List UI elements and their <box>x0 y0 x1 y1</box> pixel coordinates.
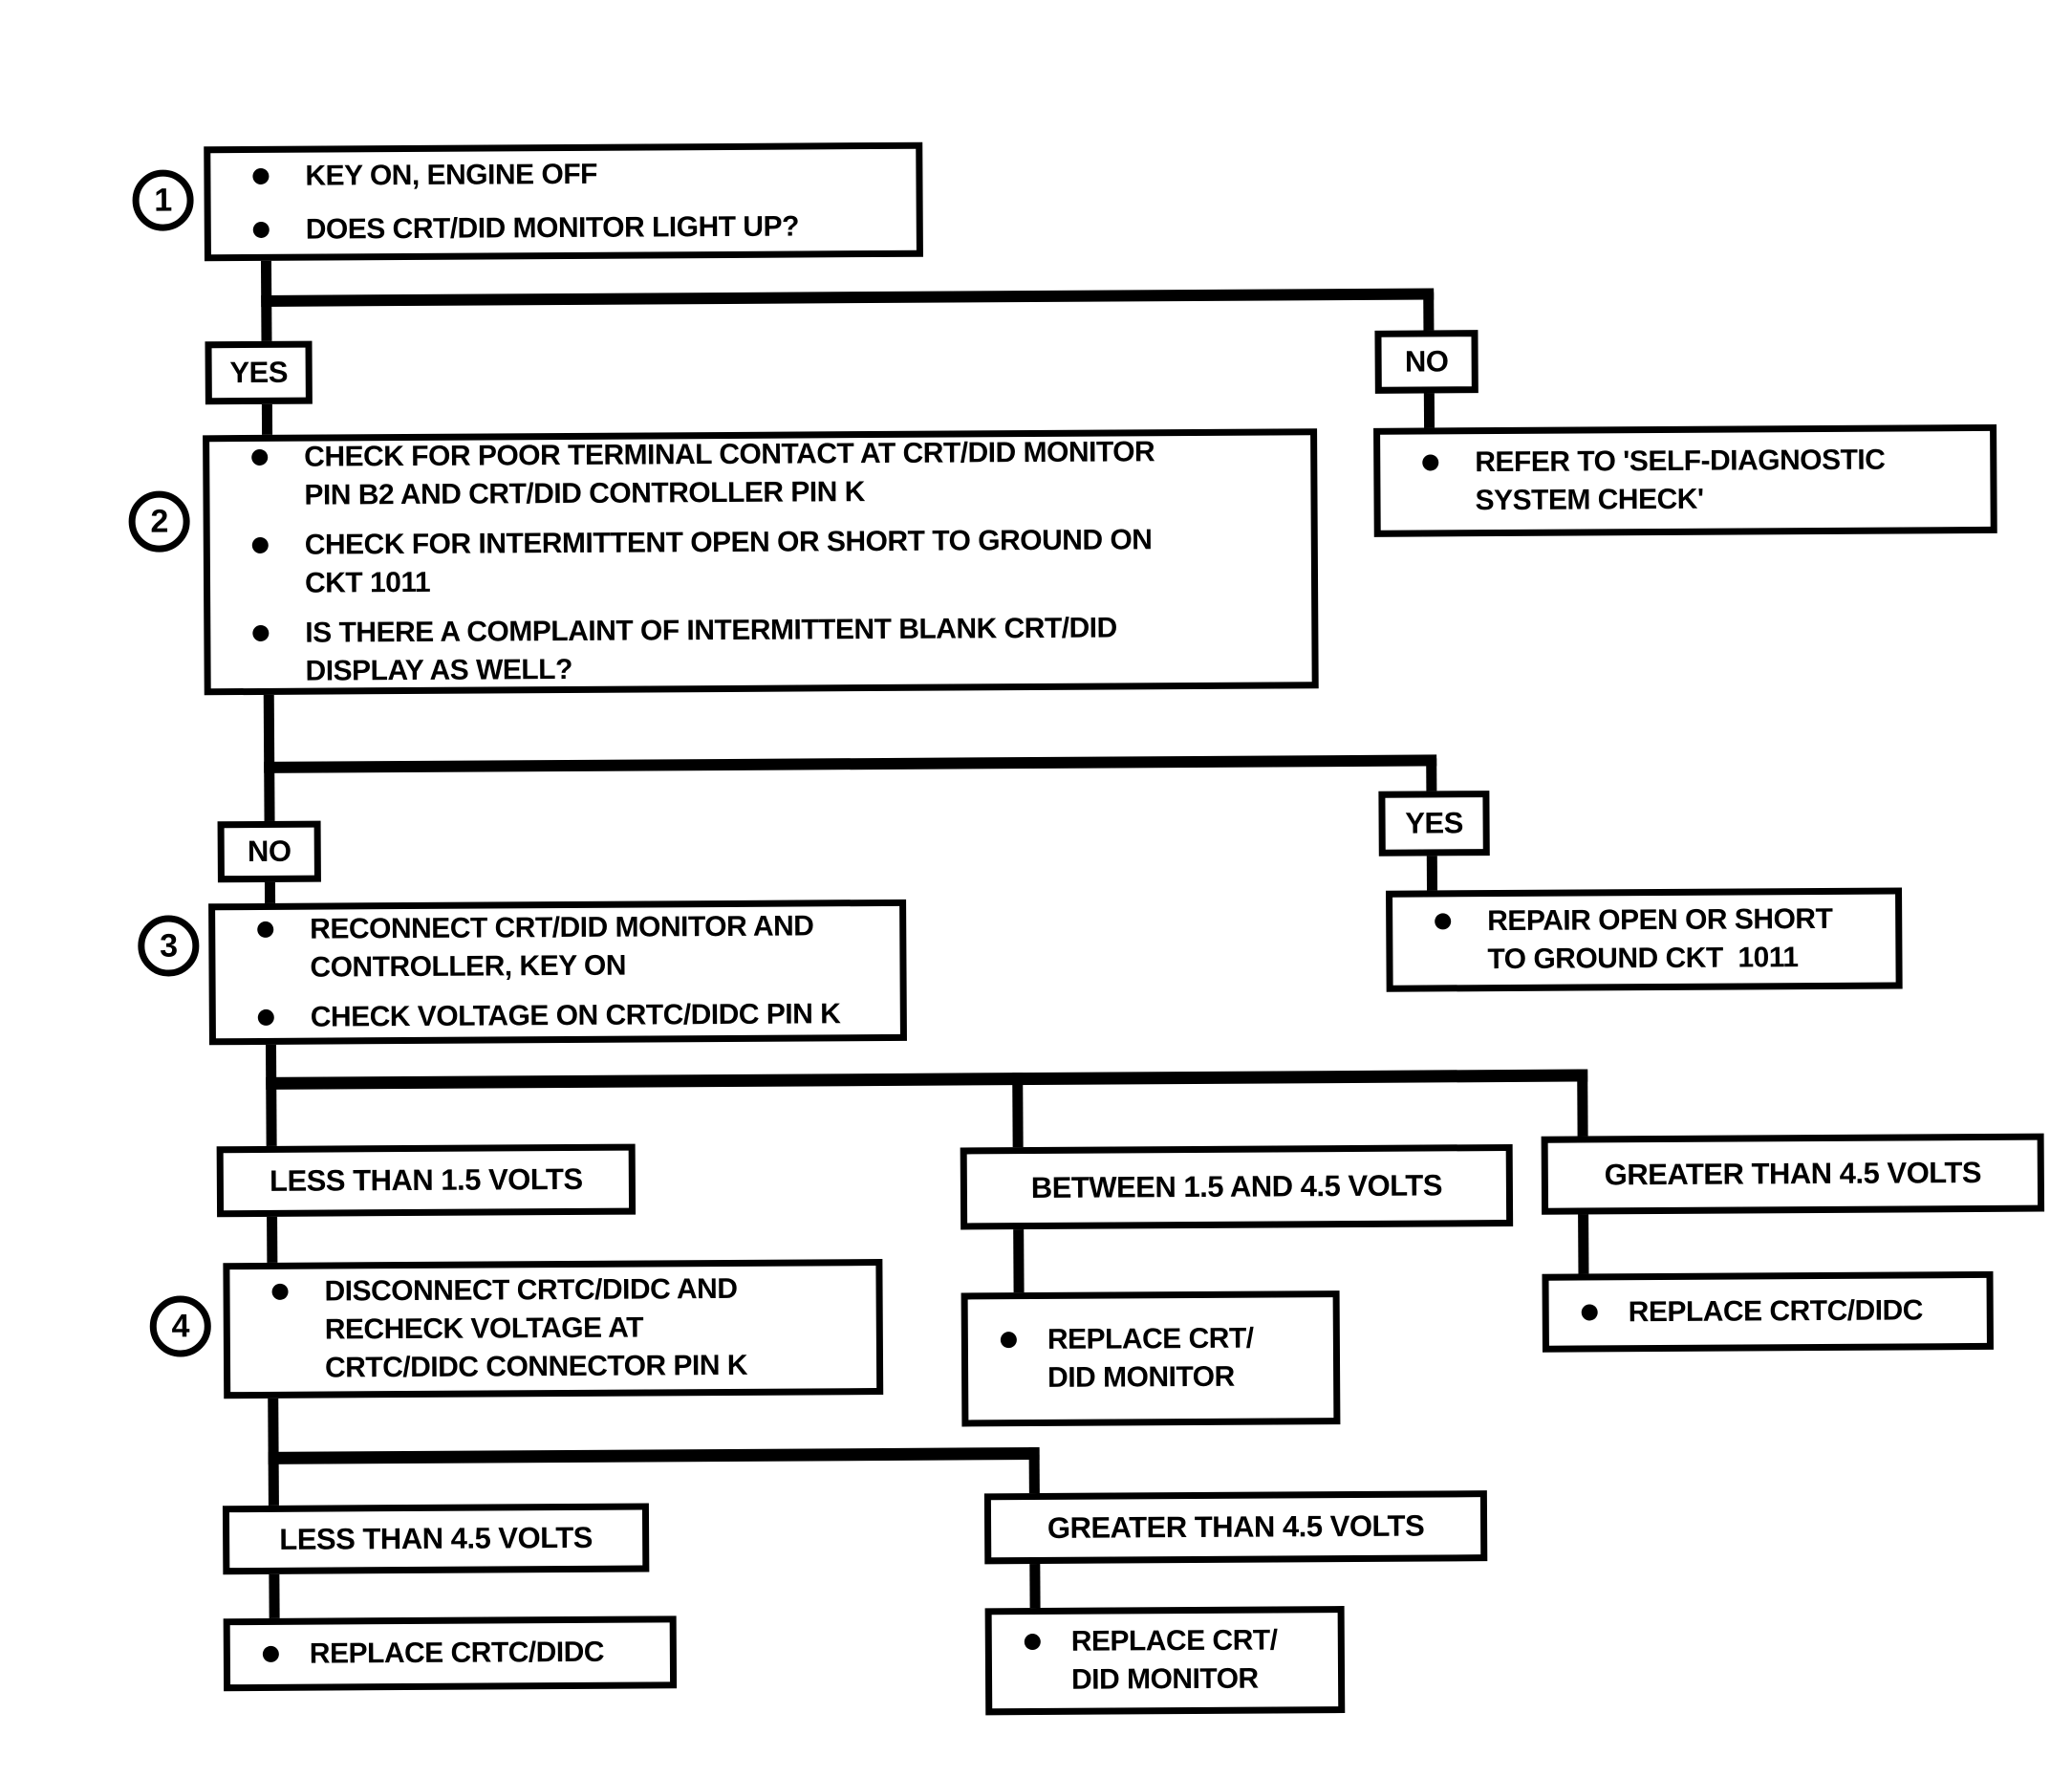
voltage-label: GREATER THAN 4.5 VOLTS <box>1047 1508 1425 1545</box>
replace-text: REPLACE CRTC/DIDC <box>309 1636 605 1670</box>
connector-voltage1-right-drop <box>1577 1069 1588 1146</box>
step-1-item-2: DOES CRT/DID MONITOR LIGHT UP? <box>305 210 799 246</box>
bullet-icon <box>1435 913 1452 930</box>
connector-branch1-horizontal <box>261 288 1435 307</box>
branch-less-than-4-5-volts: LESS THAN 4.5 VOLTS <box>222 1503 650 1575</box>
connector-less45-replace <box>269 1568 280 1624</box>
bullet-icon <box>251 448 269 466</box>
voltage-label: LESS THAN 4.5 VOLTS <box>279 1520 594 1556</box>
branch-2-no-label: NO <box>217 820 321 883</box>
connector-less15-step4 <box>267 1210 278 1270</box>
branch-1-yes-label: YES <box>205 340 313 405</box>
refer-text: REFER TO 'SELF-DIAGNOSTIC SYSTEM CHECK' <box>1475 444 1886 517</box>
bullet-icon <box>1581 1304 1598 1321</box>
step-2-number-circle: 2 <box>128 490 190 553</box>
replace-crtc-didc-box: REPLACE CRTC/DIDC <box>1542 1270 1994 1353</box>
replace-text: REPLACE CRTC/DIDC <box>1628 1294 1923 1329</box>
step-2-item-2: CHECK FOR INTERMITTENT OPEN OR SHORT TO … <box>304 524 1153 599</box>
step-3-item-2: CHECK VOLTAGE ON CRTC/DIDC PIN K <box>310 998 841 1033</box>
no-label: NO <box>1404 344 1449 379</box>
list-item: RECONNECT CRT/DID MONITOR AND CONTROLLER… <box>215 907 899 987</box>
replace-crt-did-monitor-bottom-box: REPLACE CRT/ DID MONITOR <box>984 1606 1346 1716</box>
bullet-icon <box>251 536 269 554</box>
bullet-icon <box>1000 1332 1017 1349</box>
list-item: IS THERE A COMPLAINT OF INTERMITTENT BLA… <box>210 608 1311 691</box>
list-item: REFER TO 'SELF-DIAGNOSTIC SYSTEM CHECK' <box>1380 441 1990 521</box>
step-4-number-circle: 4 <box>149 1295 211 1357</box>
voltage-label: LESS THAN 1.5 VOLTS <box>269 1161 583 1198</box>
list-item: REPLACE CRT/ DID MONITOR <box>968 1319 1333 1398</box>
no-label: NO <box>247 834 291 869</box>
bullet-icon <box>257 921 274 938</box>
yes-label: YES <box>229 355 289 390</box>
step-1-box: KEY ON, ENGINE OFF DOES CRT/DID MONITOR … <box>204 141 923 262</box>
list-item: REPLACE CRT/ DID MONITOR <box>992 1621 1338 1700</box>
bullet-icon <box>1422 454 1439 471</box>
step-number: 1 <box>154 182 172 219</box>
bullet-icon <box>271 1283 289 1300</box>
step-number: 2 <box>150 503 168 540</box>
bullet-icon <box>252 624 270 642</box>
bullet-icon <box>262 1645 279 1662</box>
branch-greater-than-4-5-volts-bottom: GREATER THAN 4.5 VOLTS <box>983 1490 1488 1565</box>
branch-between-1-5-and-4-5-volts: BETWEEN 1.5 AND 4.5 VOLTS <box>960 1143 1514 1230</box>
step-1-item-1: KEY ON, ENGINE OFF <box>305 158 598 192</box>
branch-2-yes-label: YES <box>1378 791 1490 856</box>
step-4-item-1: DISCONNECT CRTC/DIDC AND RECHECK VOLTAGE… <box>324 1272 748 1384</box>
yes-label: YES <box>1405 806 1463 840</box>
step-2-item-3: IS THERE A COMPLAINT OF INTERMITTENT BLA… <box>305 612 1117 687</box>
step-2-box: CHECK FOR POOR TERMINAL CONTACT AT CRT/D… <box>203 428 1319 696</box>
step-1-number-circle: 1 <box>132 169 194 231</box>
connector-voltage1-horizontal <box>266 1069 1588 1090</box>
replace-text: REPLACE CRT/ DID MONITOR <box>1047 1322 1254 1394</box>
voltage-label: GREATER THAN 4.5 VOLTS <box>1604 1155 1982 1192</box>
list-item: DOES CRT/DID MONITOR LIGHT UP? <box>211 207 917 250</box>
list-item: CHECK FOR INTERMITTENT OPEN OR SHORT TO … <box>210 520 1311 603</box>
step-3-box: RECONNECT CRT/DID MONITOR AND CONTROLLER… <box>208 899 907 1046</box>
repair-text: REPAIR OPEN OR SHORT TO GROUND CKT 1011 <box>1487 902 1833 976</box>
bullet-icon <box>1024 1633 1041 1651</box>
step-4-box: DISCONNECT CRTC/DIDC AND RECHECK VOLTAGE… <box>223 1258 884 1399</box>
bullet-icon <box>252 167 270 184</box>
replace-crt-did-monitor-box: REPLACE CRT/ DID MONITOR <box>960 1290 1341 1427</box>
list-item: DISCONNECT CRTC/DIDC AND RECHECK VOLTAGE… <box>229 1269 876 1388</box>
step-3-item-1: RECONNECT CRT/DID MONITOR AND CONTROLLER… <box>310 910 814 984</box>
list-item: REPAIR OPEN OR SHORT TO GROUND CKT 1011 <box>1392 900 1895 980</box>
list-item: REPLACE CRTC/DIDC <box>230 1633 670 1674</box>
list-item: CHECK FOR POOR TERMINAL CONTACT AT CRT/D… <box>209 432 1310 515</box>
step-number: 3 <box>160 926 178 965</box>
list-item: KEY ON, ENGINE OFF <box>210 154 916 197</box>
branch-less-than-1-5-volts: LESS THAN 1.5 VOLTS <box>216 1143 637 1218</box>
list-item: REPLACE CRTC/DIDC <box>1549 1291 1987 1333</box>
branch-1-no-label: NO <box>1374 330 1478 394</box>
refer-self-diagnostic-box: REFER TO 'SELF-DIAGNOSTIC SYSTEM CHECK' <box>1373 423 1997 537</box>
connector-between-replace <box>1013 1224 1025 1303</box>
replace-crtc-didc-bottom-box: REPLACE CRTC/DIDC <box>223 1615 678 1692</box>
voltage-label: BETWEEN 1.5 AND 4.5 VOLTS <box>1030 1168 1443 1205</box>
list-item: CHECK VOLTAGE ON CRTC/DIDC PIN K <box>216 995 900 1037</box>
connector-voltage1-mid-drop <box>1012 1073 1024 1158</box>
connector-voltage2-horizontal <box>268 1446 1040 1464</box>
connector-greater45-replace <box>1029 1557 1041 1615</box>
bullet-icon <box>257 1008 274 1026</box>
connector-greater-replace <box>1578 1208 1589 1284</box>
bullet-icon <box>252 221 270 238</box>
repair-open-short-box: REPAIR OPEN OR SHORT TO GROUND CKT 1011 <box>1386 887 1903 992</box>
step-3-number-circle: 3 <box>138 915 200 977</box>
replace-text: REPLACE CRT/ DID MONITOR <box>1070 1624 1278 1696</box>
branch-greater-than-4-5-volts: GREATER THAN 4.5 VOLTS <box>1541 1133 2045 1215</box>
step-number: 4 <box>171 1307 190 1345</box>
connector-branch2-horizontal <box>264 754 1437 773</box>
step-2-item-1: CHECK FOR POOR TERMINAL CONTACT AT CRT/D… <box>304 436 1155 511</box>
connector-step3-down <box>265 1036 277 1156</box>
connector-step2-down <box>263 686 275 831</box>
